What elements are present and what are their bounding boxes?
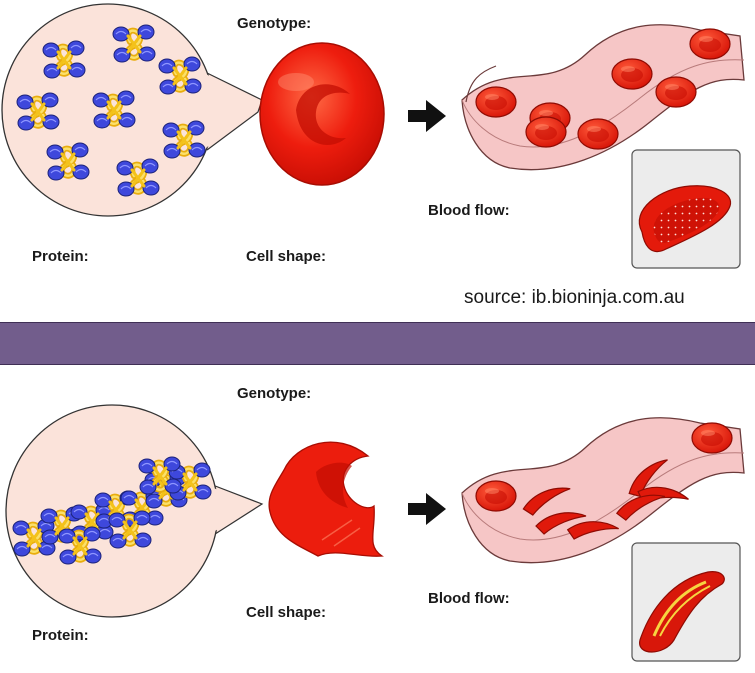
arrow-right-icon — [408, 100, 446, 132]
cell-shape-label-normal: Cell shape: — [246, 248, 327, 265]
inset-normal-cell — [631, 149, 741, 269]
section-divider — [0, 322, 755, 365]
protein-label-sickle: Protein: — [32, 627, 89, 644]
genotype-label-sickle: Genotype: — [237, 385, 312, 402]
genotype-label-normal: Genotype: — [237, 15, 312, 32]
inset-sickle-cell — [631, 542, 741, 662]
normal-red-blood-cell — [259, 42, 385, 186]
arrow-right-icon — [408, 493, 446, 525]
protein-label-normal: Protein: — [32, 248, 89, 265]
cell-shape-label-sickle: Cell shape: — [246, 604, 327, 621]
blood-flow-label-normal: Blood flow: — [428, 202, 510, 219]
source-credit: source: ib.bioninja.com.au — [464, 287, 685, 308]
blood-flow-label-sickle: Blood flow: — [428, 590, 510, 607]
sickle-red-blood-cell — [268, 441, 384, 557]
